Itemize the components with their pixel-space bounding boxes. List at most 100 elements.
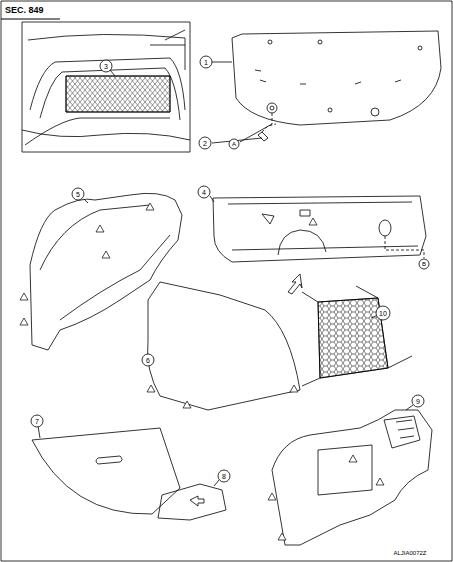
callout-circle (229, 139, 239, 149)
luggage-net (302, 286, 412, 386)
rear-plate-finisher (278, 230, 326, 255)
callout-circle (199, 137, 211, 149)
callout-circle (200, 56, 212, 68)
callout-circles (31, 56, 429, 482)
trunk-floor-cover (190, 496, 204, 506)
figure-code: ALJIA0072Z (393, 550, 426, 556)
callout-circle (198, 186, 210, 198)
trunk-lid-finisher (418, 46, 422, 50)
trunk-floor-cover (158, 480, 226, 520)
spare-tire-cover (96, 456, 122, 464)
callout-number: 9 (416, 398, 420, 405)
luggage-net-inset (66, 76, 170, 112)
luggage-net-inset (66, 70, 170, 112)
trunk-side-finisher-right (396, 420, 414, 438)
callout-number: 2 (203, 140, 207, 147)
spare-tire-cover (38, 426, 40, 438)
trunk-side-finisher-left (30, 193, 182, 350)
spare-tire-cover (32, 426, 180, 514)
trunk-side-finisher-right (318, 445, 372, 495)
inset-trunk-view (22, 22, 190, 152)
callout-circle (412, 395, 424, 407)
callout-number: 6 (146, 357, 150, 364)
rear-plate-finisher (213, 196, 426, 262)
rear-plate-finisher (210, 196, 426, 294)
callout-number: 3 (104, 63, 108, 70)
trunk-floor-carpet (148, 282, 301, 410)
trunk-lid-finisher (212, 62, 232, 63)
trunk-lid-finisher (232, 31, 441, 125)
trunk-floor-cover (158, 484, 226, 520)
clip-markers (96, 225, 104, 232)
callout-number: 5 (76, 191, 80, 198)
clip-markers (268, 493, 276, 500)
rear-plate-finisher (262, 210, 310, 224)
callout-circle (31, 415, 43, 427)
trunk-side-finisher-right (272, 405, 432, 545)
clip-markers (278, 533, 286, 540)
trunk-lid-finisher (267, 103, 277, 113)
inset-trunk-view (150, 30, 185, 45)
luggage-net-inset (110, 70, 115, 76)
callout-circle (100, 60, 112, 72)
trunk-lid-finisher (318, 40, 322, 44)
trunk-side-finisher-left (84, 199, 88, 203)
clip-leaders (262, 113, 276, 132)
callout-circle (419, 259, 429, 269)
callout-circle (142, 354, 154, 366)
section-title: SEC. 849 (5, 5, 44, 15)
trunk-side-finisher-left (30, 193, 182, 350)
inset-trunk-view (25, 118, 170, 145)
trunk-floor-cover (214, 480, 219, 486)
callout-number: 7 (35, 418, 39, 425)
clip-leaders (240, 124, 272, 142)
clip-markers (376, 478, 384, 485)
clip-markers (349, 455, 357, 462)
trunk-lid-finisher (328, 108, 332, 112)
callout-circle (376, 306, 390, 320)
clip-markers (147, 385, 155, 392)
clip-markers (20, 293, 28, 300)
clip-markers (20, 318, 28, 325)
trunk-lid-finisher (268, 40, 272, 44)
trunk-side-finisher-right (406, 405, 413, 410)
rear-plate-finisher (210, 196, 214, 202)
clip-markers (290, 385, 298, 392)
trunk-side-finisher-right (384, 416, 420, 448)
callout-number: 1 (204, 59, 208, 66)
callout-circle (218, 470, 230, 482)
luggage-net (302, 286, 412, 386)
rear-plate-finisher (379, 220, 391, 236)
clip-markers (309, 218, 317, 225)
callout-number: 4 (202, 189, 206, 196)
header-rule (1, 19, 60, 20)
clip-markers (20, 203, 384, 540)
trunk-lid-finisher (270, 106, 274, 110)
trunk-lid-finisher (255, 70, 401, 84)
inset-trunk-view (22, 130, 190, 140)
rear-plate-finisher (385, 236, 424, 258)
rear-plate-finisher (288, 274, 302, 294)
callout-number: B (422, 261, 426, 267)
trunk-side-finisher-left (40, 205, 170, 320)
spare-tire-cover (32, 428, 180, 514)
inset-trunk-view (22, 22, 190, 152)
inset-trunk-view (40, 68, 180, 120)
callout-number: 10 (379, 310, 387, 317)
clip-leaders (258, 132, 268, 141)
trunk-floor-carpet (148, 282, 301, 410)
luggage-net-inset (66, 76, 170, 112)
callout-number: 8 (222, 473, 226, 480)
trunk-lid-finisher (371, 108, 379, 116)
clip-markers (183, 401, 191, 408)
callout-number: A (232, 141, 236, 147)
trunk-lid-finisher (212, 31, 441, 125)
trunk-side-finisher-right (272, 410, 432, 545)
clip-markers (146, 203, 154, 210)
clip-markers (102, 251, 110, 258)
